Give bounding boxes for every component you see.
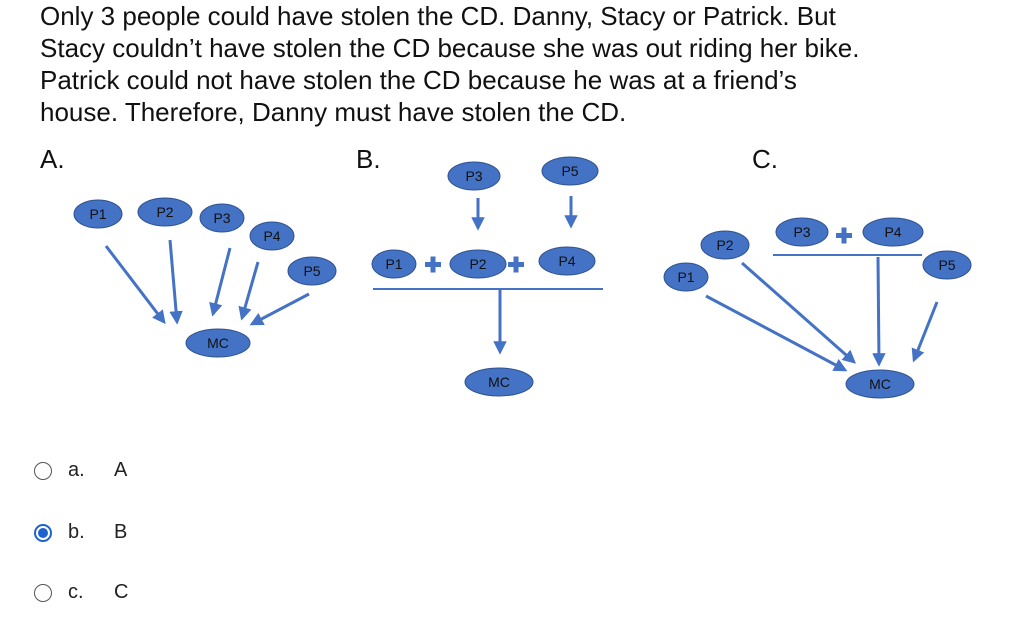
radio-b[interactable] xyxy=(34,523,52,542)
arrow-a-p1-mc xyxy=(104,245,166,325)
node-b-p4: P4 xyxy=(538,246,596,276)
svg-text:P1: P1 xyxy=(677,269,694,285)
node-a-p2: P2 xyxy=(137,197,193,227)
arrow-a-p2-mc xyxy=(168,239,183,325)
node-b-p1: P1 xyxy=(371,249,417,279)
svg-text:P4: P4 xyxy=(884,224,901,240)
arrow-a-p3-mc xyxy=(209,247,232,317)
argument-diagrams: P1 P2 P3 P4 P5 MC P3 xyxy=(73,156,972,399)
svg-text:P4: P4 xyxy=(558,253,575,269)
question-line: Only 3 people could have stolen the CD. … xyxy=(40,1,836,31)
node-b-p5: P5 xyxy=(541,156,599,186)
svg-text:P2: P2 xyxy=(156,204,173,220)
node-a-p1: P1 xyxy=(73,199,123,229)
plus-icon xyxy=(508,256,524,273)
arrow-a-p4-mc xyxy=(238,261,260,321)
svg-text:MC: MC xyxy=(869,376,891,392)
panel-label-b: B. xyxy=(356,144,381,174)
svg-text:P5: P5 xyxy=(938,257,955,273)
option-letter: b. xyxy=(68,521,85,543)
option-text: C xyxy=(114,581,129,603)
radio-c[interactable] xyxy=(34,583,52,602)
node-a-p4: P4 xyxy=(249,221,295,251)
option-letter: a. xyxy=(68,459,85,481)
question-text: Only 3 people could have stolen the CD. … xyxy=(40,0,1000,128)
svg-text:P4: P4 xyxy=(263,228,280,244)
arrow-c-p2-mc xyxy=(741,261,857,364)
option-b[interactable]: b. B xyxy=(34,521,127,544)
svg-text:P3: P3 xyxy=(793,224,810,240)
plus-icon xyxy=(425,256,441,273)
node-a-p3: P3 xyxy=(199,203,245,233)
option-c[interactable]: c. C xyxy=(34,581,128,604)
svg-text:P5: P5 xyxy=(303,263,320,279)
panel-label-c: C. xyxy=(752,144,778,174)
svg-text:P1: P1 xyxy=(385,256,402,272)
panel-label-a: A. xyxy=(40,144,65,174)
plus-icon xyxy=(836,227,852,244)
option-text: B xyxy=(114,521,128,543)
svg-text:P2: P2 xyxy=(469,256,486,272)
arrow-c-p1-mc xyxy=(705,294,848,372)
question-line: Stacy couldn’t have stolen the CD becaus… xyxy=(40,33,860,63)
question-line: house. Therefore, Danny must have stolen… xyxy=(40,97,627,127)
diagram-b: P3 P5 P1 P2 P4 MC xyxy=(371,156,603,397)
node-c-p2: P2 xyxy=(700,230,750,260)
svg-text:P3: P3 xyxy=(465,168,482,184)
node-a-mc: MC xyxy=(185,328,251,358)
option-a[interactable]: a. A xyxy=(34,459,127,482)
question-line: Patrick could not have stolen the CD bec… xyxy=(40,65,797,95)
svg-text:MC: MC xyxy=(207,335,229,351)
node-b-p3: P3 xyxy=(447,161,501,191)
node-c-p4: P4 xyxy=(862,217,924,247)
node-c-p3: P3 xyxy=(775,217,829,247)
arrow-c-line-mc xyxy=(872,256,886,367)
diagram-c: P3 P4 P2 P1 P5 MC xyxy=(663,217,972,399)
diagram-a: P1 P2 P3 P4 P5 MC xyxy=(73,197,337,358)
svg-text:P5: P5 xyxy=(561,163,578,179)
svg-text:P1: P1 xyxy=(89,206,106,222)
option-text: A xyxy=(114,459,128,481)
svg-text:P3: P3 xyxy=(213,210,230,226)
node-c-p1: P1 xyxy=(663,262,709,292)
node-a-p5: P5 xyxy=(287,256,337,286)
radio-a[interactable] xyxy=(34,461,52,480)
svg-text:MC: MC xyxy=(488,374,510,390)
node-b-p2: P2 xyxy=(449,249,507,279)
arrow-c-p5-mc xyxy=(911,301,939,363)
node-c-p5: P5 xyxy=(922,250,972,280)
node-b-mc: MC xyxy=(464,367,534,397)
arrow-a-p5-mc xyxy=(249,292,310,326)
node-c-mc: MC xyxy=(845,369,915,399)
svg-text:P2: P2 xyxy=(716,237,733,253)
option-letter: c. xyxy=(68,581,84,603)
